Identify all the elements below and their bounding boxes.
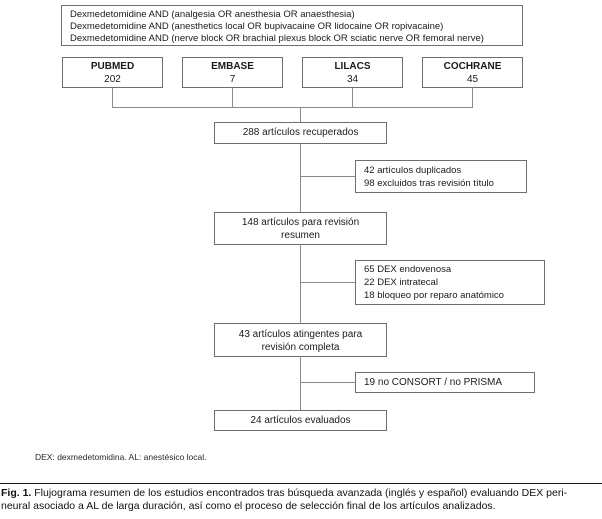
connector-retrieved-to-abstract — [300, 144, 301, 212]
connector-branch-excluded-title — [300, 176, 355, 177]
connector-pubmed-stub — [112, 88, 113, 107]
database-box-embase: EMBASE 7 — [182, 57, 283, 88]
excluded-abstract-line-1: 65 DEX endovenosa — [364, 264, 452, 275]
connector-branch-excluded-abstract — [300, 282, 355, 283]
search-strategy-line-2: Dexmedetomidine AND (anesthetics local O… — [70, 21, 444, 32]
database-name: COCHRANE — [443, 61, 502, 72]
caption-line-1: Fig. 1. Flujograma resumen de los estudi… — [1, 487, 601, 500]
abbreviations-footnote: DEX: dexmedetomidina. AL: anestésico loc… — [35, 452, 207, 462]
full-text-review-line-1: 43 artículos atingentes para — [238, 329, 363, 340]
caption-line-2: neural asociado a AL de larga duración, … — [1, 500, 496, 512]
connector-branch-excluded-consort — [300, 382, 355, 383]
database-name: PUBMED — [90, 61, 135, 72]
caption-text-1: Flujograma resumen de los estudios encon… — [34, 487, 568, 499]
abstract-review-line-2: resumen — [281, 230, 320, 241]
connector-embase-stub — [232, 88, 233, 107]
excluded-abstract-line-3: 18 bloqueo por reparo anatómico — [364, 290, 504, 301]
excluded-abstract-box: 65 DEX endovenosa 22 DEX intratecal 18 b… — [355, 260, 545, 305]
connector-cochrane-stub — [472, 88, 473, 107]
excluded-title-line-1: 42 artículos duplicados — [364, 165, 462, 176]
database-box-cochrane: COCHRANE 45 — [422, 57, 523, 88]
evaluated-articles-box: 24 artículos evaluados — [214, 410, 387, 431]
connector-fulltext-to-evaluated — [300, 357, 301, 410]
abstract-review-line-1: 148 artículos para revisión — [241, 217, 360, 228]
database-name: LILACS — [334, 61, 371, 72]
connector-collector-line — [112, 107, 473, 108]
excluded-consort-box: 19 no CONSORT / no PRISMA — [355, 372, 535, 393]
database-box-lilacs: LILACS 34 — [302, 57, 403, 88]
excluded-title-line-2: 98 excluidos tras revisión título — [364, 178, 494, 189]
connector-abstract-to-fulltext — [300, 245, 301, 323]
excluded-title-box: 42 artículos duplicados 98 excluidos tra… — [355, 160, 527, 193]
full-text-review-box: 43 artículos atingentes para revisión co… — [214, 323, 387, 357]
database-box-pubmed: PUBMED 202 — [62, 57, 163, 88]
excluded-abstract-line-2: 22 DEX intratecal — [364, 277, 438, 288]
search-strategy-line-1: Dexmedetomidine AND (analgesia OR anesth… — [70, 9, 355, 20]
figure-caption: Fig. 1. Flujograma resumen de los estudi… — [1, 487, 601, 513]
retrieved-articles-box: 288 artículos recuperados — [214, 122, 387, 144]
database-count: 202 — [104, 74, 121, 85]
search-strategy-box: Dexmedetomidine AND (analgesia OR anesth… — [61, 5, 523, 46]
connector-lilacs-stub — [352, 88, 353, 107]
figure-label: Fig. 1. — [1, 487, 32, 499]
database-count: 7 — [229, 74, 236, 85]
full-text-review-line-2: revisión completa — [261, 342, 340, 353]
search-strategy-line-3: Dexmedetomidine AND (nerve block OR brac… — [70, 33, 484, 44]
abstract-review-box: 148 artículos para revisión resumen — [214, 212, 387, 245]
connector-drop-to-retrieved — [300, 107, 301, 122]
database-count: 34 — [346, 74, 359, 85]
caption-divider — [0, 483, 602, 484]
database-name: EMBASE — [211, 61, 254, 72]
database-count: 45 — [466, 74, 479, 85]
